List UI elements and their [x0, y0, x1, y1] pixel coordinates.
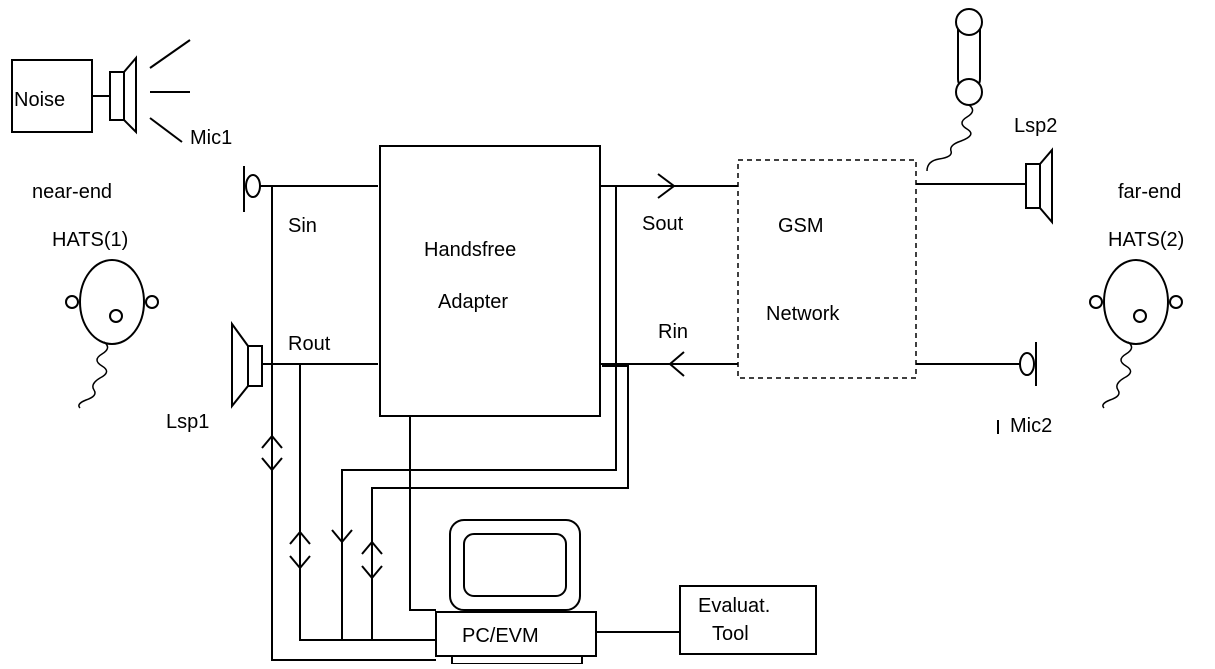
hats1-label: HATS(1)	[52, 229, 128, 251]
bidirectional-arrow-icon	[361, 540, 383, 580]
down-arrow-icon	[331, 529, 353, 544]
pc-evm-box	[435, 611, 597, 657]
far-end-head-icon	[1089, 259, 1183, 409]
lsp1-label: Lsp1	[166, 411, 209, 433]
hats2-label: HATS(2)	[1108, 229, 1184, 251]
gsm-network-box	[737, 159, 917, 379]
pc-evm-label: PC/EVM	[462, 625, 539, 647]
bidirectional-arrow-icon	[289, 530, 311, 570]
rin-arrow-icon	[668, 351, 685, 377]
evaluation-tool-box	[679, 585, 817, 655]
far-end-label: far-end	[1118, 181, 1181, 203]
near-end-head-icon	[65, 259, 159, 409]
tool-label-line1: Evaluat.	[698, 595, 770, 617]
rout-label: Rout	[288, 333, 331, 355]
measurement-wiring	[271, 185, 629, 661]
noise-source: Noise	[11, 59, 110, 133]
pc-base	[451, 655, 583, 665]
rin-label: Rin	[658, 321, 688, 343]
adapter-label-line1: Handsfree	[424, 239, 516, 261]
adapter-label-line2: Adapter	[438, 291, 508, 313]
pc-monitor-icon	[449, 519, 581, 611]
noise-label: Noise	[14, 89, 65, 111]
lsp2-label: Lsp2	[1014, 115, 1057, 137]
near-end-label: near-end	[32, 181, 112, 203]
sin-label: Sin	[288, 215, 317, 237]
mic1-label: Mic1	[190, 127, 232, 149]
noise-speaker-icon	[109, 39, 191, 143]
network-label-line2: Network	[766, 303, 840, 325]
sout-label: Sout	[642, 213, 684, 235]
sout-arrow-icon	[657, 173, 676, 199]
network-label-line1: GSM	[778, 215, 824, 237]
bidirectional-arrow-icon	[261, 434, 283, 472]
lsp1-speaker-icon	[231, 320, 263, 409]
lsp2-speaker-icon	[1025, 147, 1053, 225]
mic1-icon	[243, 166, 261, 212]
handsfree-adapter-box	[379, 145, 601, 417]
mic2-label: Mic2	[1010, 415, 1052, 437]
mic2-icon	[997, 342, 1037, 434]
telephone-handset-icon	[926, 8, 983, 172]
tool-label-line2: Tool	[712, 623, 749, 645]
